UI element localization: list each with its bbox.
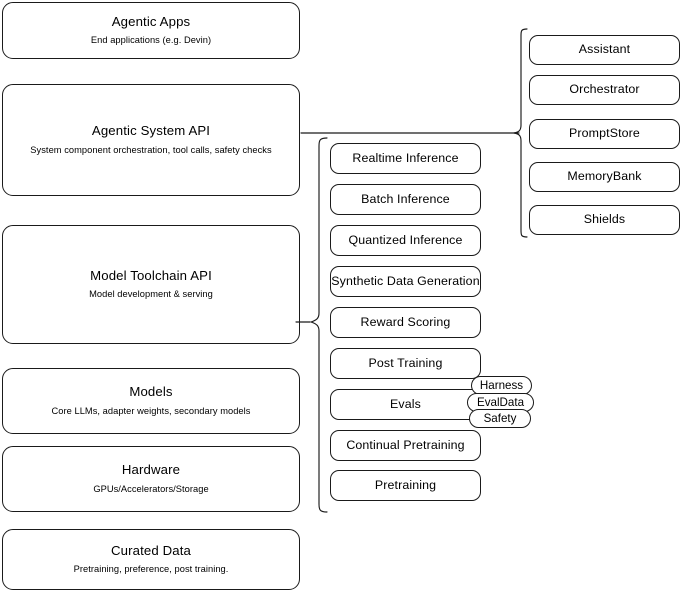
agentic-item-promptstore[interactable]: PromptStore bbox=[529, 119, 680, 149]
layer-subtitle: GPUs/Accelerators/Storage bbox=[93, 483, 209, 494]
agentic-item-label: PromptStore bbox=[569, 126, 640, 141]
toolchain-item-realtime-inference[interactable]: Realtime Inference bbox=[330, 143, 481, 174]
stack-layer-hardware[interactable]: Hardware GPUs/Accelerators/Storage bbox=[2, 446, 300, 512]
toolchain-item-batch-inference[interactable]: Batch Inference bbox=[330, 184, 481, 215]
toolchain-item-label: Realtime Inference bbox=[352, 150, 459, 165]
evals-badge-label: Harness bbox=[479, 378, 524, 392]
layer-subtitle: Core LLMs, adapter weights, secondary mo… bbox=[51, 405, 251, 416]
toolchain-item-label: Batch Inference bbox=[361, 191, 450, 206]
stack-layer-models[interactable]: Models Core LLMs, adapter weights, secon… bbox=[2, 368, 300, 434]
agentic-item-orchestrator[interactable]: Orchestrator bbox=[529, 75, 680, 105]
stack-layer-curated-data[interactable]: Curated Data Pretraining, preference, po… bbox=[2, 529, 300, 590]
toolchain-item-label: Continual Pretraining bbox=[346, 437, 465, 452]
agentic-item-label: Shields bbox=[583, 212, 626, 227]
layer-title: Curated Data bbox=[110, 542, 192, 558]
toolchain-item-quantized-inference[interactable]: Quantized Inference bbox=[330, 225, 481, 256]
toolchain-item-post-training[interactable]: Post Training bbox=[330, 348, 481, 379]
layer-title: Agentic Apps bbox=[111, 13, 191, 29]
layer-subtitle: End applications (e.g. Devin) bbox=[90, 35, 212, 46]
toolchain-item-synthetic-data-generation[interactable]: Synthetic Data Generation bbox=[330, 266, 481, 297]
layer-title: Hardware bbox=[121, 462, 181, 478]
toolchain-item-label: Synthetic Data Generation bbox=[331, 273, 480, 288]
layer-title: Model Toolchain API bbox=[90, 267, 212, 283]
stack-layer-agentic-apps[interactable]: Agentic Apps End applications (e.g. Devi… bbox=[2, 2, 300, 59]
toolchain-item-label: Quantized Inference bbox=[348, 232, 463, 247]
agentic-item-label: MemoryBank bbox=[567, 169, 642, 184]
layer-title: Models bbox=[129, 384, 173, 400]
agentic-item-assistant[interactable]: Assistant bbox=[529, 35, 680, 65]
layer-subtitle: Model development & serving bbox=[89, 289, 213, 300]
agentic-item-label: Orchestrator bbox=[569, 82, 640, 97]
toolchain-item-reward-scoring[interactable]: Reward Scoring bbox=[330, 307, 481, 338]
layer-subtitle: System component orchestration, tool cal… bbox=[30, 144, 272, 155]
layer-subtitle: Pretraining, preference, post training. bbox=[73, 564, 229, 575]
agentic-item-shields[interactable]: Shields bbox=[529, 205, 680, 235]
toolchain-item-pretraining[interactable]: Pretraining bbox=[330, 470, 481, 501]
toolchain-item-label: Pretraining bbox=[374, 477, 437, 492]
layer-title: Agentic System API bbox=[91, 123, 211, 139]
agentic-item-memorybank[interactable]: MemoryBank bbox=[529, 162, 680, 192]
evals-badge-label: EvalData bbox=[476, 395, 525, 409]
brace-agentic-components bbox=[513, 28, 528, 238]
evals-badge-label: Safety bbox=[483, 411, 517, 425]
brace-toolchain-components bbox=[310, 137, 328, 513]
toolchain-item-continual-pretraining[interactable]: Continual Pretraining bbox=[330, 430, 481, 461]
toolchain-item-evals[interactable]: Evals bbox=[330, 389, 481, 420]
agentic-item-label: Assistant bbox=[578, 42, 631, 57]
stack-layer-agentic-system-api[interactable]: Agentic System API System component orch… bbox=[2, 84, 300, 196]
stack-layer-model-toolchain-api[interactable]: Model Toolchain API Model development & … bbox=[2, 225, 300, 344]
toolchain-item-label: Post Training bbox=[368, 355, 443, 370]
toolchain-item-label: Evals bbox=[390, 396, 421, 411]
toolchain-item-label: Reward Scoring bbox=[360, 314, 451, 329]
evals-badge-safety[interactable]: Safety bbox=[469, 409, 531, 428]
